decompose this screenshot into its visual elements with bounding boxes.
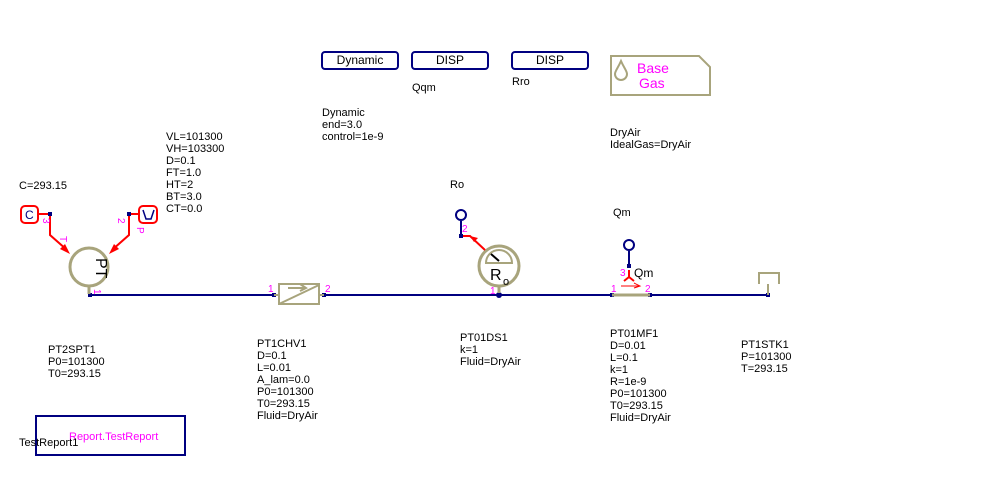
svg-text:1: 1 [611,284,617,295]
svg-text:2: 2 [325,284,331,295]
test-report-block[interactable]: Report.TestReport [35,415,186,456]
svg-text:3: 3 [620,268,626,279]
svg-text:1: 1 [91,289,102,295]
pressure-source-icon[interactable] [109,205,158,254]
ro-display-icon[interactable] [455,209,467,221]
svg-text:3: 3 [40,218,51,224]
svg-text:2: 2 [115,218,126,224]
constant-source-icon[interactable]: C [20,205,70,254]
svg-text:2: 2 [462,224,468,235]
dynamic-button[interactable]: Dynamic [321,51,399,70]
ro-label: Ro [450,179,465,191]
disp-rro-button[interactable]: DISP [511,51,589,70]
pt-symbol: PT [92,258,109,279]
qm-port-label: Qm [634,266,653,280]
disp1-label: Qqm [412,82,436,94]
const-label: C=293.15 [19,180,68,192]
mass-flow-sensor[interactable] [612,270,650,297]
svg-text:P: P [134,227,145,234]
stack-sink[interactable] [758,272,780,295]
disp2-label: Rro [512,76,530,88]
ro-symbol: R [490,267,502,284]
base-gas-block[interactable]: Base Gas [610,55,711,96]
svg-text:T: T [57,236,68,242]
svg-text:1: 1 [490,286,496,297]
qm-display-icon[interactable] [623,239,635,251]
density-sensor[interactable]: R o [477,244,521,293]
disp-qqm-button[interactable]: DISP [411,51,489,70]
svg-text:Base: Base [637,60,669,76]
pressure-temperature-source[interactable]: PT [68,246,110,294]
const-icon-text: C [25,208,34,222]
svg-text:Gas: Gas [639,75,665,91]
svg-text:2: 2 [645,284,651,295]
svg-text:1: 1 [268,284,274,295]
report-name: TestReport1 [19,437,79,449]
qm-label: Qm [613,207,631,219]
svg-text:Report.TestReport: Report.TestReport [69,431,158,443]
check-valve[interactable] [274,283,324,305]
svg-text:o: o [503,276,509,288]
